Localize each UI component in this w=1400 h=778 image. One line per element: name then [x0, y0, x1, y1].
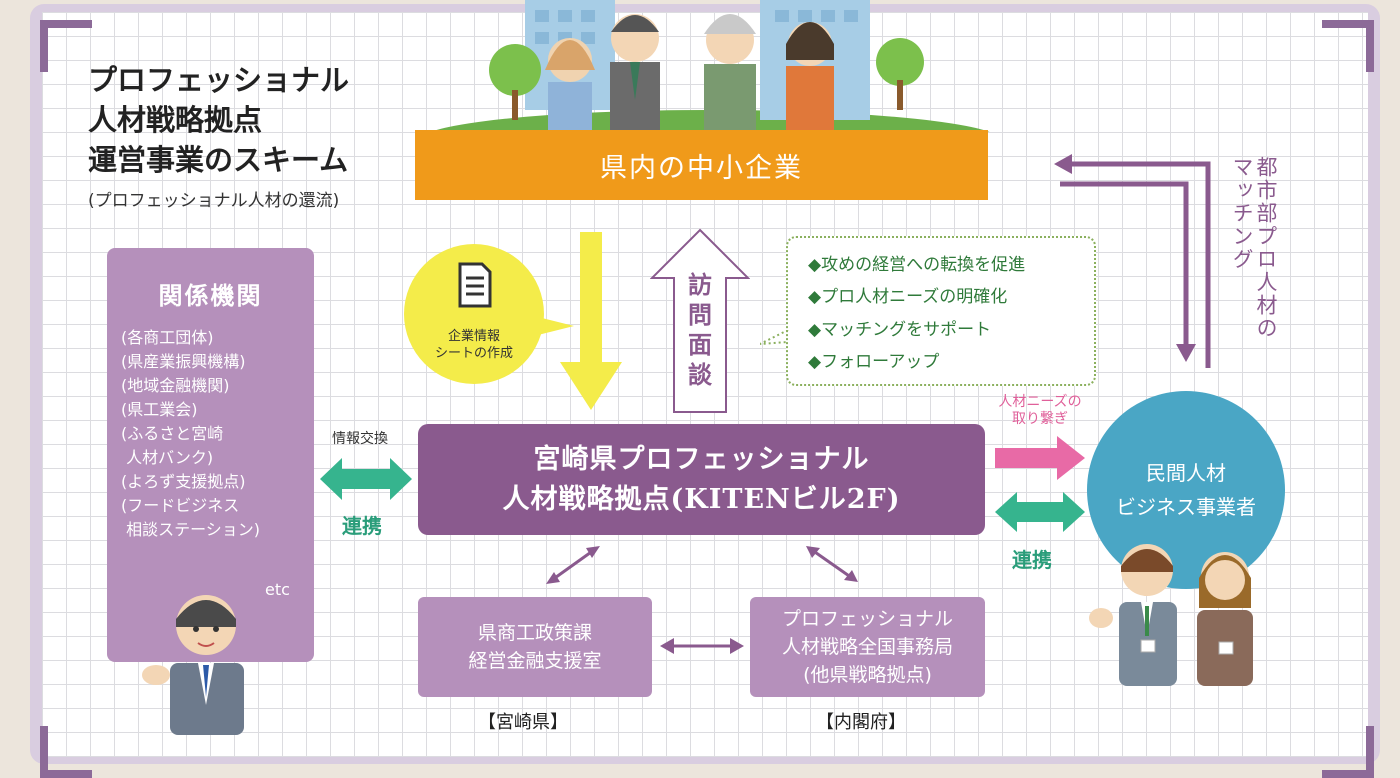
list-item: 相談ステーション) — [121, 520, 261, 539]
corner-bracket-top-left — [40, 20, 92, 72]
subtitle: (プロフェッショナル人材の還流) — [88, 191, 340, 211]
visit-char: 談 — [688, 361, 712, 389]
office-right-line-3: (他県戦略拠点) — [803, 664, 932, 686]
support-points-box: ◆攻めの経営への転換を促進 ◆プロ人材ニーズの明確化 ◆マッチングをサポート ◆… — [786, 236, 1096, 386]
document-icon — [458, 262, 492, 308]
hub-office-arrows — [546, 546, 858, 584]
visit-char: 面 — [688, 331, 712, 359]
title-line-2: 人材戦略拠点 — [88, 103, 263, 137]
up-arrow-visit — [650, 228, 750, 413]
list-item: (地域金融機関) — [121, 376, 230, 395]
corner-bracket-top-right — [1322, 20, 1374, 72]
list-item: 人材バンク) — [121, 448, 214, 467]
hub-line-1: 宮崎県プロフェッショナル — [533, 443, 870, 475]
down-arrow-yellow — [560, 232, 622, 410]
bullet-item: ◆プロ人材ニーズの明確化 — [808, 287, 1008, 307]
needs-arrow — [995, 436, 1085, 480]
sheet-label: 企業情報 シートの作成 — [404, 328, 544, 362]
relations-list: (各商工団体) (県産業振興機構) (地域金融機関) (県工業会) (ふるさと宮… — [121, 326, 307, 542]
link-label-left: 連携 — [342, 514, 382, 538]
private-business-circle: 民間人材 ビジネス事業者 — [1087, 391, 1285, 589]
sheet-label-line-2: シートの作成 — [434, 346, 513, 361]
national-office-box: プロフェッショナル 人材戦略全国事務局 (他県戦略拠点) — [750, 597, 985, 697]
needs-line-2: 取り繋ぎ — [1012, 411, 1068, 427]
sheet-label-line-1: 企業情報 — [447, 329, 500, 344]
info-exchange-label: 情報交換 — [332, 431, 388, 447]
office-link-arrow — [660, 638, 744, 654]
list-item: (県産業振興機構) — [121, 352, 246, 371]
relations-title: 関係機関 — [158, 282, 263, 310]
office-left-caption: 【宮崎県】 — [478, 712, 568, 733]
bullet-item: ◆マッチングをサポート — [808, 320, 992, 340]
link-arrow-right — [995, 492, 1085, 532]
list-item: (県工業会) — [121, 400, 198, 419]
sheet-circle-tail — [534, 316, 574, 336]
office-left-line-1: 県商工政策課 — [477, 622, 592, 644]
hub-box: 宮崎県プロフェッショナル 人材戦略拠点(KITENビル2F) — [418, 424, 985, 535]
office-left-line-2: 経営金融支援室 — [468, 650, 602, 672]
corner-bracket-bottom-right — [1322, 726, 1374, 778]
corner-bracket-bottom-left — [40, 726, 92, 778]
bullet-item: ◆フォローアップ — [808, 352, 940, 372]
private-line-2: ビジネス事業者 — [1116, 495, 1256, 519]
staff-illustration — [1089, 544, 1253, 686]
matching-arrows — [1054, 154, 1211, 368]
link-label-right: 連携 — [1012, 548, 1052, 572]
town-people-illustration — [430, 0, 990, 132]
businessman-illustration — [142, 595, 244, 735]
office-right-line-2: 人材戦略全国事務局 — [781, 636, 953, 658]
visit-char: 問 — [688, 301, 712, 329]
relations-panel: 関係機関 (各商工団体) (県産業振興機構) (地域金融機関) (県工業会) (… — [107, 248, 314, 662]
office-right-caption: 【内閣府】 — [816, 712, 906, 733]
matching-label: 都市部プロ人材の マッチング — [1230, 156, 1278, 340]
bullet-item: ◆攻めの経営への転換を促進 — [808, 255, 1026, 275]
office-right-line-1: プロフェッショナル — [781, 608, 953, 630]
private-line-1: 民間人材 — [1146, 461, 1226, 485]
visit-label: 訪 問 面 談 — [680, 270, 720, 390]
sme-bar: 県内の中小企業 — [415, 130, 988, 200]
title-line-1: プロフェッショナル — [88, 63, 350, 97]
speech-tail-dotted — [760, 330, 789, 345]
visit-char: 訪 — [688, 271, 712, 299]
needs-label: 人材ニーズの 取り繋ぎ — [980, 394, 1100, 428]
relations-etc: etc — [265, 580, 290, 599]
list-item: (各商工団体) — [121, 328, 214, 347]
list-item: (よろず支援拠点) — [121, 472, 246, 491]
hub-line-2: 人材戦略拠点(KITENビル2F) — [502, 483, 901, 515]
prefecture-office-box: 県商工政策課 経営金融支援室 — [418, 597, 652, 697]
link-arrow-left — [320, 458, 412, 500]
title-block: プロフェッショナル 人材戦略拠点 運営事業のスキーム (プロフェッショナル人材の… — [88, 60, 349, 211]
needs-line-1: 人材ニーズの — [998, 394, 1082, 410]
title-line-3: 運営事業のスキーム — [88, 143, 349, 177]
list-item: (フードビジネス — [121, 496, 240, 515]
list-item: (ふるさと宮崎 — [121, 424, 224, 443]
